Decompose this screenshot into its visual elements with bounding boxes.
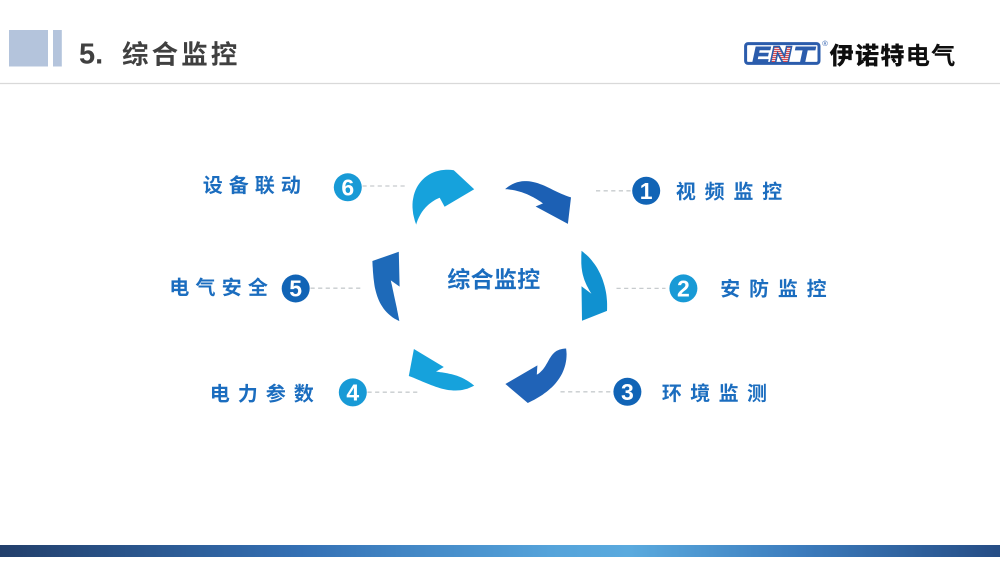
svg-text:4: 4 <box>346 380 359 406</box>
svg-text:®: ® <box>822 39 828 48</box>
svg-text:2: 2 <box>677 276 690 302</box>
svg-text:6: 6 <box>341 175 354 201</box>
svg-text:5: 5 <box>289 276 302 302</box>
svg-text:3: 3 <box>621 379 634 405</box>
svg-text:1: 1 <box>640 178 653 204</box>
svg-text:5.: 5. <box>79 39 103 71</box>
